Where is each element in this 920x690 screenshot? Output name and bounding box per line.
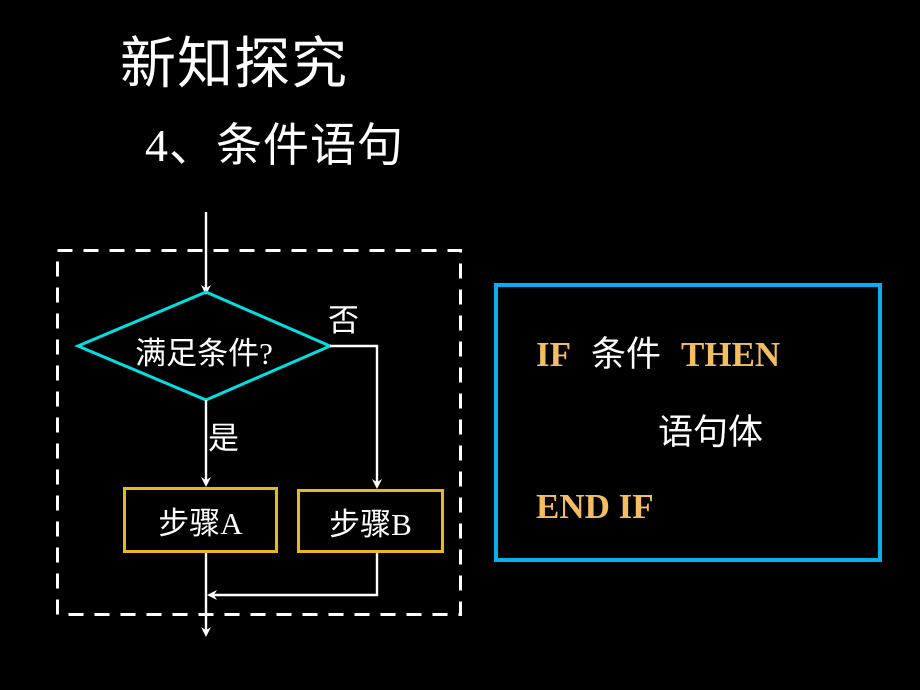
step-box-a: 步骤A <box>123 487 278 553</box>
decision-label: 满足条件? <box>135 336 273 371</box>
code-line-end-if: END IF <box>536 487 654 526</box>
page-subtitle: 4、条件语句 <box>145 120 404 171</box>
page-title: 新知探究 <box>120 34 348 96</box>
pseudocode-box: IF 条件 THEN 语句体 END IF <box>494 283 882 562</box>
branch-label-yes: 是 <box>208 421 239 456</box>
no-connector <box>330 344 382 489</box>
step-box-b: 步骤B <box>297 489 444 553</box>
flowchart: 满足条件? 是 否 步骤A 步骤B <box>56 212 462 637</box>
code-condition-text: 条件 <box>591 335 662 374</box>
dashed-region <box>56 249 462 616</box>
flowchart-vector-layer <box>56 212 462 637</box>
keyword-then: THEN <box>681 335 781 374</box>
stepb-merge-connector <box>207 553 379 600</box>
branch-label-no: 否 <box>328 303 359 338</box>
step-box-a-label: 步骤A <box>158 505 243 541</box>
keyword-if: IF <box>536 335 571 374</box>
code-line-if: IF 条件 THEN <box>536 337 780 372</box>
code-line-body: 语句体 <box>658 413 764 452</box>
step-box-b-label: 步骤B <box>329 506 412 542</box>
